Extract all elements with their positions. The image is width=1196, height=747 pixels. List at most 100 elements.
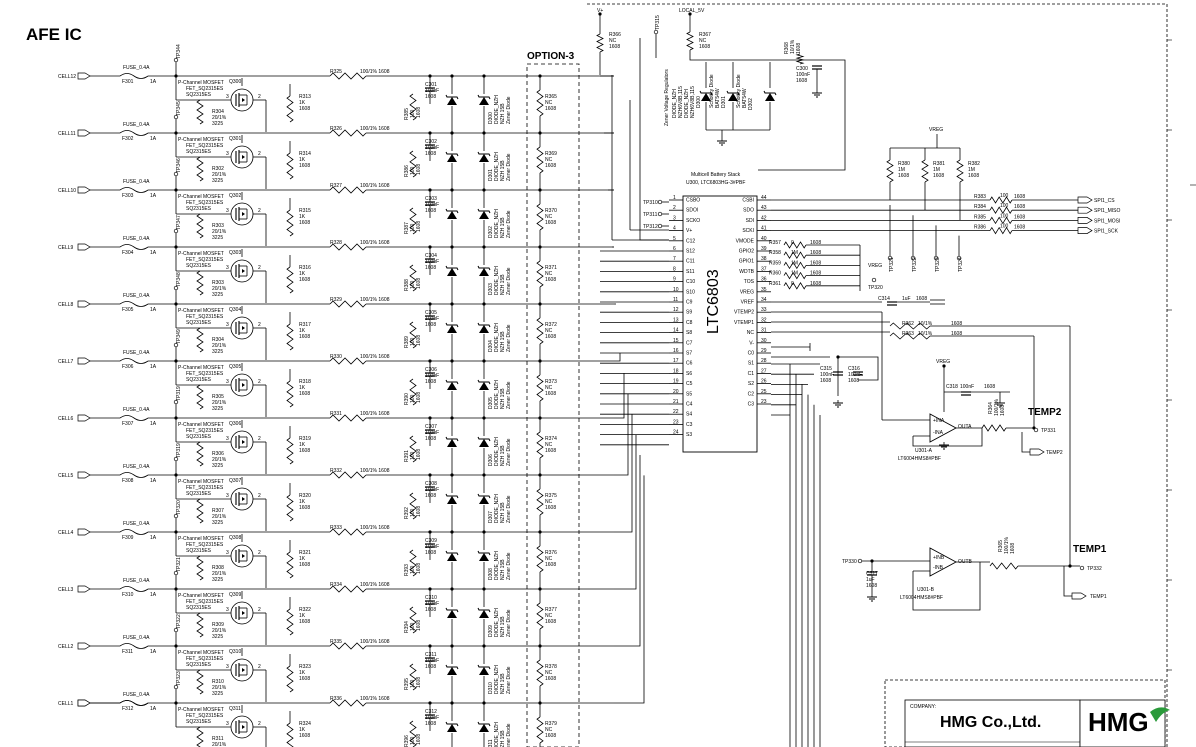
chip-left-tp-label: TP311 bbox=[643, 212, 658, 218]
channel-cell5-mosfet-pin: 2 bbox=[258, 493, 261, 499]
channel-cell10-zener-voltage: NZH 15B bbox=[500, 217, 506, 238]
chip-pin-name: VTEMP2 bbox=[734, 310, 754, 316]
chip-pin-number: 13 bbox=[673, 317, 679, 323]
channel-cell7-cap-ref: C306 bbox=[425, 367, 437, 373]
channel-cell5-sense-value: 20/1% bbox=[212, 514, 227, 520]
chip-pin-number: 25 bbox=[761, 389, 767, 395]
channel-cell8-zener-desc: Zener Diode bbox=[506, 324, 512, 352]
channel-cell10-mosfet-part: FET_SQ2315ES bbox=[186, 200, 224, 206]
channel-cell11-mosfet-ref: Q301 bbox=[229, 136, 241, 142]
chip-pin-number: 23 bbox=[761, 399, 767, 405]
chip-pin-number: 38 bbox=[761, 256, 767, 262]
channel-cell11-test-point bbox=[173, 114, 179, 120]
channel-cell10-test-point bbox=[173, 171, 179, 177]
chip-pin-name: C5 bbox=[686, 381, 693, 387]
channel-cell7-zener-desc: Zener Diode bbox=[506, 381, 512, 409]
chip-pin-name: V- bbox=[749, 340, 754, 346]
opamp-b-minus: -INB bbox=[933, 565, 944, 571]
channel-cell1-zener-diode-icon bbox=[445, 721, 459, 732]
channel-cell2-mosfet-icon bbox=[230, 658, 254, 682]
channel-cell2-zener-voltage: NZH 15B bbox=[500, 673, 506, 694]
pin-resistor bbox=[783, 261, 807, 270]
channel-cell9-zener-desc: Zener Diode bbox=[506, 267, 512, 295]
channel-cell8-zener-diode-icon bbox=[445, 322, 459, 333]
spi-series-size: 1608 bbox=[1014, 225, 1025, 231]
channel-cell7-mosfet-type: P-Channel MOSFET bbox=[178, 365, 224, 371]
local5v-dot bbox=[688, 12, 692, 16]
channel-cell2-test-point bbox=[173, 627, 179, 633]
channel-cell12-fuse-rating: 1A bbox=[150, 79, 157, 85]
spi-series-size: 1608 bbox=[1014, 194, 1025, 200]
channel-cell7-balance-resistor bbox=[329, 357, 367, 365]
r366-size: 1608 bbox=[609, 44, 620, 50]
channel-cell6-sense-pkg: 3225 bbox=[212, 463, 223, 469]
chip-pin-name: C6 bbox=[686, 361, 693, 367]
channel-cell6-gate-size: 1608 bbox=[299, 448, 310, 454]
channel-cell12-tp-ref: TP344 bbox=[176, 44, 182, 59]
channel-cell2-fuse-rating: 1A bbox=[150, 649, 157, 655]
channel-cell7-zener-resistor bbox=[409, 378, 417, 406]
channel-cell11-cap-size: 1608 bbox=[425, 151, 436, 157]
spi-pullup-ref: R381 bbox=[933, 161, 945, 167]
channel-cell3-balance-ref: R334 bbox=[330, 582, 342, 588]
channel-cell10-option-ref: R370 bbox=[545, 208, 557, 214]
channel-cell8-junction bbox=[482, 302, 486, 306]
pin-resistor-size: 1608 bbox=[810, 250, 821, 256]
channel-cell5-junction bbox=[450, 473, 454, 477]
channel-cell3-gate-resistor bbox=[286, 608, 294, 636]
channel-cell4-sense-resistor bbox=[196, 555, 204, 581]
channel-cell12-mosfet-ref: Q300 bbox=[229, 79, 241, 85]
channel-cell3-fuse-value: FUSE_0.4A bbox=[123, 578, 150, 584]
chip-pin-name: TOS bbox=[744, 279, 755, 285]
channel-cell6-mosfet-pkg: SQ2315ES bbox=[186, 434, 212, 440]
channel-cell1-option-ref: R379 bbox=[545, 721, 557, 727]
temp1-test-point bbox=[1079, 565, 1085, 571]
channel-cell8-fuse-icon bbox=[119, 301, 149, 307]
channel-cell5-option-ref: R375 bbox=[545, 493, 557, 499]
page-title: AFE IC bbox=[26, 25, 82, 44]
channel-cell3-cell-label: CELL3 bbox=[58, 587, 74, 593]
channel-cell8-fuse-ref: F305 bbox=[122, 307, 134, 313]
channel-cell6-junction bbox=[450, 416, 454, 420]
channel-cell7-fuse-icon bbox=[119, 358, 149, 364]
channel-cell5-zener-diode-icon bbox=[445, 493, 459, 504]
channel-cell10-gate-value: 1K bbox=[299, 214, 306, 220]
chip-pin-name: C4 bbox=[686, 402, 693, 408]
c314-ref: C314 bbox=[878, 296, 890, 302]
channel-cell9-sense-resistor bbox=[196, 270, 204, 296]
channel-cell6-balance-resistor bbox=[329, 414, 367, 422]
spi-pullup-ref: R382 bbox=[968, 161, 980, 167]
channel-cell3-junction bbox=[538, 587, 542, 591]
hmg-logo: HMG bbox=[1088, 707, 1149, 737]
channel-cell5-fuse-ref: F308 bbox=[122, 478, 134, 484]
channel-cell9-junction bbox=[428, 245, 432, 249]
spi-net-label: SPI1_SCK bbox=[1094, 229, 1119, 235]
channel-cell12-junction bbox=[428, 74, 432, 78]
tp315-test-point bbox=[653, 29, 659, 35]
chip-pin-name: CSBI bbox=[742, 198, 754, 204]
chip-pin-number: 36 bbox=[761, 277, 767, 283]
channel-cell10-balance-value: 100/1% 1608 bbox=[360, 183, 390, 189]
channel-cell3-zener-resistor bbox=[409, 606, 417, 634]
channel-cell4-zener-resistor bbox=[409, 549, 417, 577]
channel-cell6-zener-ref: D306 bbox=[488, 454, 494, 466]
channel-cell2-sense-value: 20/1% bbox=[212, 685, 227, 691]
channel-cell12-sense-resistor bbox=[196, 99, 204, 125]
channel-cell3-option-value: NC bbox=[545, 613, 553, 619]
vplus-label: V+ bbox=[597, 8, 603, 14]
channel-cell5-zener-r-ref: R392 bbox=[404, 507, 410, 519]
channel-cell3-mosfet-pin: 2 bbox=[258, 607, 261, 613]
channel-cell8-gate-size: 1608 bbox=[299, 334, 310, 340]
channel-cell12-balance-value: 100/1% 1608 bbox=[360, 69, 390, 75]
channel-cell5-sense-pkg: 3225 bbox=[212, 520, 223, 526]
channel-cell8-option-ref: R372 bbox=[545, 322, 557, 328]
chip-pin-number: 43 bbox=[761, 205, 767, 211]
spi-pullup-size: 1608 bbox=[933, 173, 944, 179]
channel-cell1-balance-value: 100/1% 1608 bbox=[360, 696, 390, 702]
wire bbox=[1021, 432, 1030, 453]
chip-name: LTC6803 bbox=[705, 269, 722, 334]
channel-cell6-cap-value: 100nF bbox=[425, 430, 439, 436]
wire bbox=[838, 356, 879, 381]
channel-cell5-tp-ref: TP319 bbox=[176, 443, 182, 458]
channel-cell12-cap-size: 1608 bbox=[425, 94, 436, 100]
